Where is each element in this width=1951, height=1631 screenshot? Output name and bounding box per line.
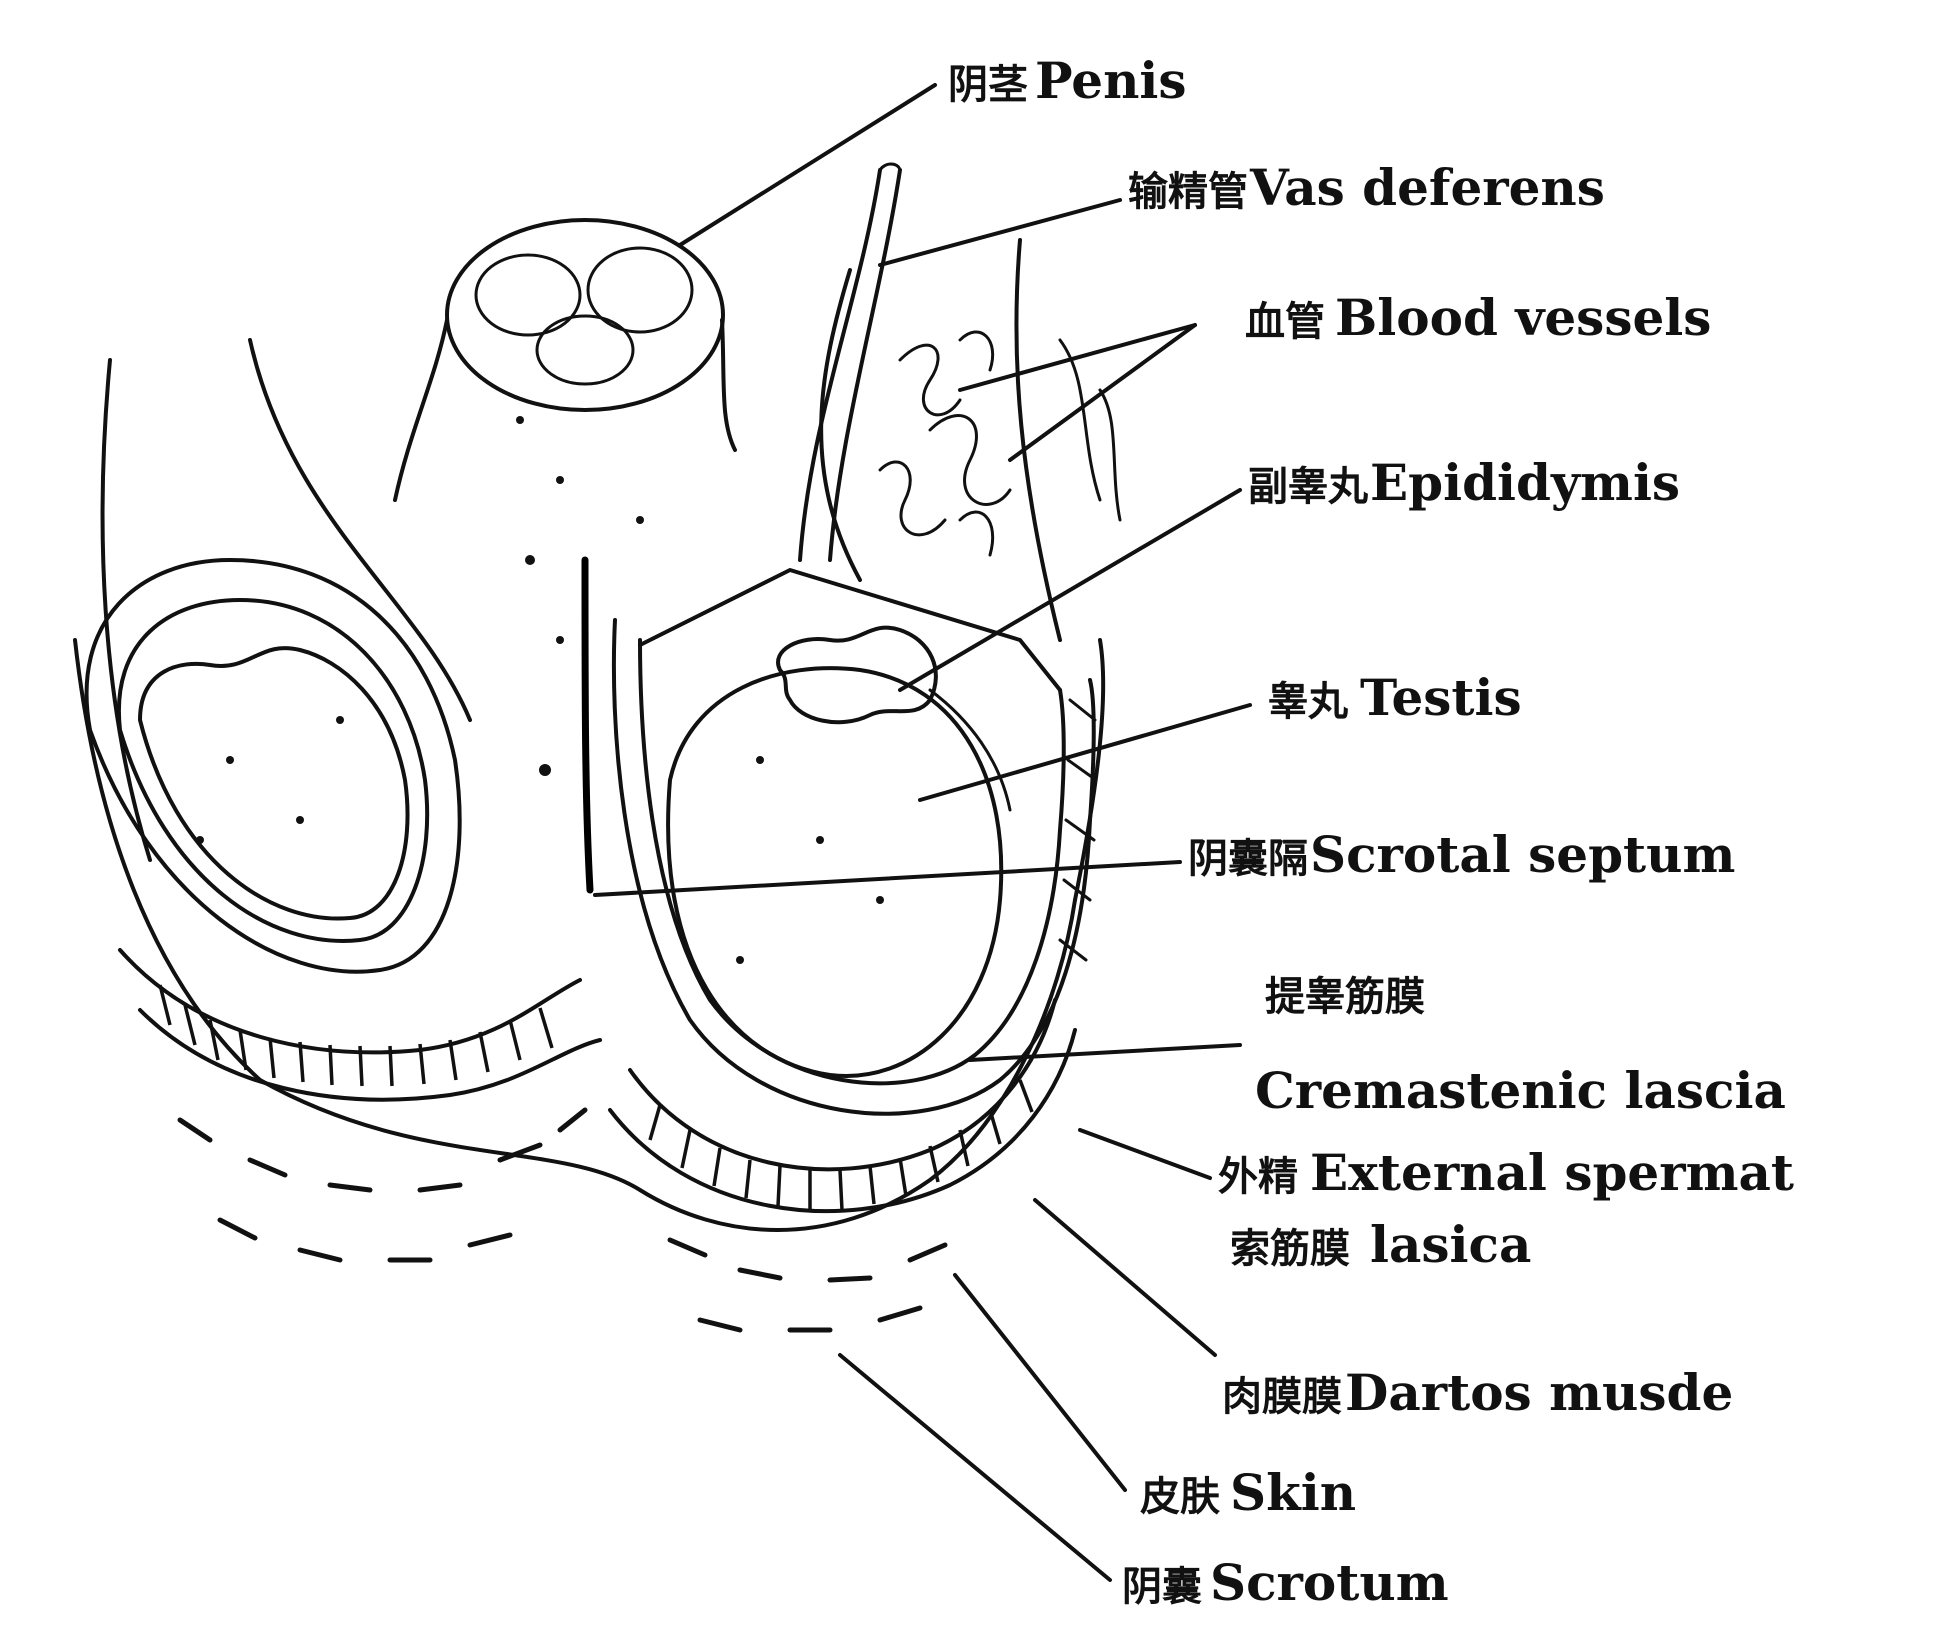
label-blood-vessels: 血管 Blood vessels bbox=[1245, 288, 1711, 347]
svg-text:Testis: Testis bbox=[1360, 668, 1522, 727]
svg-text:阴茎: 阴茎 bbox=[948, 62, 1028, 108]
svg-text:Epididymis: Epididymis bbox=[1370, 453, 1680, 512]
svg-text:Scrotal septum: Scrotal septum bbox=[1310, 825, 1735, 884]
svg-text:外精: 外精 bbox=[1218, 1154, 1298, 1200]
dartos-dashes bbox=[180, 1110, 945, 1330]
fascia-hatching bbox=[120, 700, 1096, 1211]
svg-text:External spermat: External spermat bbox=[1310, 1143, 1794, 1202]
svg-text:阴囊隔: 阴囊隔 bbox=[1188, 836, 1308, 882]
leader-dartos bbox=[1035, 1200, 1215, 1355]
svg-text:肉膜膜: 肉膜膜 bbox=[1222, 1374, 1342, 1420]
label-scrotal-septum: 阴囊隔 Scrotal septum bbox=[1188, 825, 1735, 884]
svg-text:Scrotum: Scrotum bbox=[1210, 1553, 1449, 1612]
label-penis: 阴茎 Penis bbox=[948, 51, 1187, 110]
label-testis: 睾丸 Testis bbox=[1268, 668, 1522, 727]
label-external-spermatic-fascia: 外精 External spermat 索筋膜 lasica bbox=[1218, 1143, 1794, 1274]
label-epididymis: 副睾丸 Epididymis bbox=[1248, 453, 1680, 512]
right-testis bbox=[614, 570, 1094, 1114]
svg-text:血管: 血管 bbox=[1245, 299, 1325, 345]
label-cremasteric-fascia: 提睾筋膜 Cremastenic lascia bbox=[1255, 974, 1786, 1120]
svg-text:Dartos musde: Dartos musde bbox=[1345, 1363, 1733, 1422]
stipple bbox=[196, 416, 884, 964]
leader-scrotum bbox=[840, 1355, 1110, 1580]
penis bbox=[395, 220, 735, 890]
leader-lines bbox=[595, 85, 1250, 1580]
right-band-hatches bbox=[650, 1080, 1032, 1210]
leader-external-spermatic bbox=[1080, 1130, 1210, 1178]
svg-text:输精管: 输精管 bbox=[1128, 169, 1248, 215]
labels: 阴茎 Penis 输精管 Vas deferens 血管 Blood vesse… bbox=[948, 51, 1794, 1612]
label-dartos-muscle: 肉膜膜 Dartos musde bbox=[1222, 1363, 1733, 1422]
svg-text:提睾筋膜: 提睾筋膜 bbox=[1265, 974, 1425, 1020]
svg-text:索筋膜: 索筋膜 bbox=[1230, 1226, 1350, 1272]
leader-skin bbox=[955, 1275, 1125, 1490]
spermatic-cord bbox=[800, 164, 1120, 640]
svg-text:副睾丸: 副睾丸 bbox=[1248, 464, 1368, 510]
svg-text:Cremastenic lascia: Cremastenic lascia bbox=[1255, 1061, 1786, 1120]
leader-epididymis bbox=[900, 490, 1240, 690]
label-scrotum: 阴囊 Scrotum bbox=[1122, 1553, 1449, 1612]
leader-cremasteric bbox=[970, 1045, 1240, 1060]
svg-text:阴囊: 阴囊 bbox=[1122, 1564, 1202, 1610]
svg-text:Blood vessels: Blood vessels bbox=[1335, 288, 1711, 347]
leader-vas-deferens bbox=[880, 200, 1120, 265]
svg-text:Vas deferens: Vas deferens bbox=[1249, 158, 1605, 217]
svg-text:Penis: Penis bbox=[1035, 51, 1187, 110]
svg-text:Skin: Skin bbox=[1230, 1463, 1356, 1522]
leader-blood-vessels-b bbox=[1010, 325, 1195, 460]
label-vas-deferens: 输精管 Vas deferens bbox=[1128, 158, 1605, 217]
leader-scrotal-septum bbox=[595, 862, 1180, 895]
leader-testis bbox=[920, 705, 1250, 800]
svg-text:皮肤: 皮肤 bbox=[1140, 1474, 1220, 1520]
label-skin: 皮肤 Skin bbox=[1140, 1463, 1356, 1522]
svg-text:睾丸: 睾丸 bbox=[1268, 679, 1348, 725]
svg-text:lasica: lasica bbox=[1370, 1215, 1531, 1274]
